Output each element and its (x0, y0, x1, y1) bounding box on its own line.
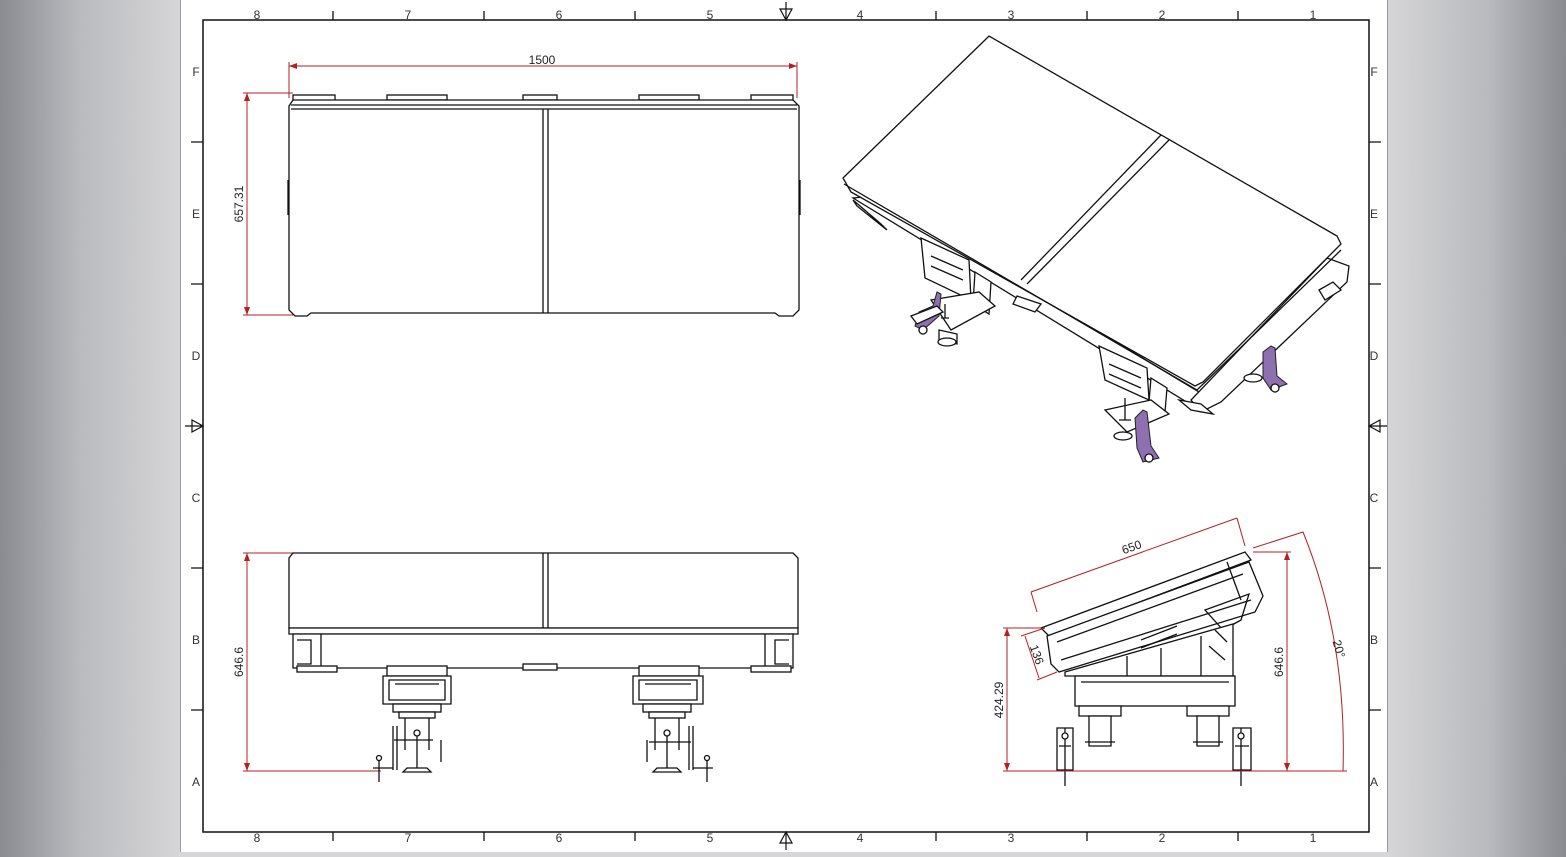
drawing-canvas: 8 7 6 5 4 3 2 1 8 7 6 5 4 3 2 1 F E D C … (185, 2, 1387, 850)
column-labels-top: 8 7 6 5 4 3 2 1 (254, 8, 1317, 22)
center-mark-top (778, 2, 794, 22)
row-label: B (192, 633, 200, 647)
center-mark-left (185, 418, 205, 434)
depth-dimension: 657.31 (232, 185, 246, 222)
row-label: E (1370, 207, 1378, 221)
angle-dimension-line (1252, 531, 1344, 772)
side-height-dimension-line (1253, 551, 1291, 771)
col-label: 1 (1310, 8, 1317, 22)
width-dimension-line (288, 62, 798, 98)
depth-dimension-line (243, 92, 293, 316)
drawing-sheet: 8 7 6 5 4 3 2 1 8 7 6 5 4 3 2 1 F E D C … (180, 0, 1388, 852)
right-support (632, 665, 713, 782)
row-label: E (192, 207, 200, 221)
tilt-angle-dimension: 20° (1330, 638, 1349, 659)
iso-rear-clamp (1243, 345, 1288, 393)
width-dimension: 1500 (529, 53, 556, 67)
row-label: F (1370, 65, 1377, 79)
col-label: 7 (405, 8, 412, 22)
isometric-view[interactable] (842, 35, 1350, 463)
side-height-dimension: 646.6 (1272, 647, 1286, 677)
row-label: C (1370, 491, 1379, 505)
iso-right-leg (1098, 344, 1171, 463)
thickness-dimension: 136 (1027, 643, 1047, 667)
row-labels-left: F E D C B A (192, 65, 201, 789)
purple-clamp (1262, 345, 1288, 391)
side-tabletop (1039, 551, 1253, 637)
base-height-dimension-line (1003, 627, 1347, 772)
iso-tabletop (842, 35, 1342, 387)
col-label: 3 (1008, 831, 1015, 845)
col-label: 8 (254, 8, 261, 22)
tabletop-outline (288, 99, 800, 317)
col-label: 8 (254, 831, 261, 845)
length-dimension-line (1030, 517, 1246, 613)
row-label: A (192, 775, 200, 789)
tabletop-split (542, 109, 549, 313)
height-dimension: 646.6 (232, 647, 246, 677)
col-label: 3 (1008, 8, 1015, 22)
col-label: 2 (1159, 8, 1166, 22)
row-label: C (192, 491, 201, 505)
col-label: 6 (556, 8, 563, 22)
front-view[interactable]: 646.6 (232, 552, 799, 782)
col-label: 5 (707, 831, 714, 845)
thickness-dimension-line (1020, 627, 1058, 681)
side-base (1074, 675, 1236, 707)
row-label: F (192, 65, 199, 79)
row-labels-right: F E D C B A (1370, 65, 1379, 789)
iso-left-leg (909, 236, 997, 347)
col-label: 2 (1159, 831, 1166, 845)
tabletop-edge (291, 104, 797, 110)
row-label: A (1370, 775, 1378, 789)
center-mark-right (1367, 418, 1387, 434)
col-label: 5 (707, 8, 714, 22)
col-label: 1 (1310, 831, 1317, 845)
row-label: D (192, 349, 201, 363)
left-support (373, 665, 452, 782)
base-height-dimension: 424.29 (992, 681, 1006, 718)
col-label: 6 (556, 831, 563, 845)
top-view[interactable]: 1500 657.31 (232, 53, 801, 317)
side-view[interactable]: 650 136 424.29 646.6 20° (992, 517, 1349, 786)
top-mounting-tabs (292, 94, 794, 102)
center-mark-bottom (778, 830, 794, 850)
col-label: 4 (857, 831, 864, 845)
drawing-border (185, 2, 1387, 850)
height-dimension-line (243, 552, 381, 772)
purple-clamp (1134, 409, 1160, 463)
row-label: B (1370, 633, 1378, 647)
row-label: D (1370, 349, 1379, 363)
column-labels-bottom: 8 7 6 5 4 3 2 1 (254, 831, 1317, 845)
col-label: 7 (405, 831, 412, 845)
length-dimension: 650 (1120, 537, 1144, 557)
iso-right-rail (1190, 257, 1350, 413)
col-label: 4 (857, 8, 864, 22)
